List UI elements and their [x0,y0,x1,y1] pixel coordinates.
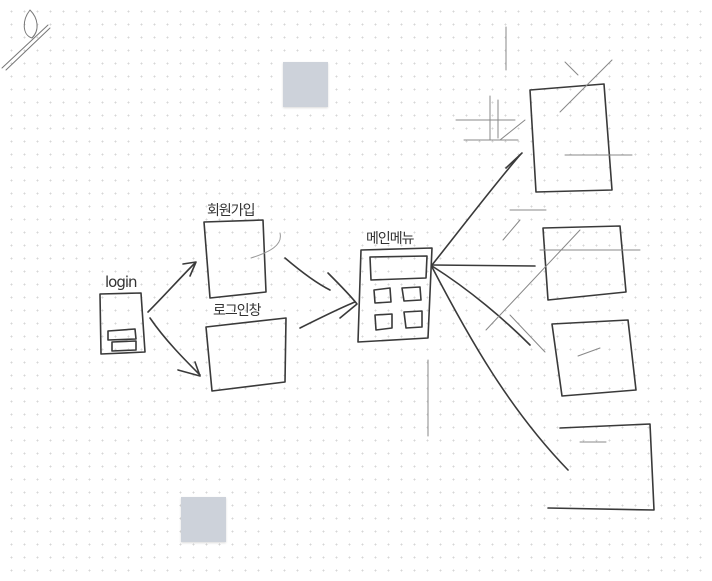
leaf-doodle [1,9,51,71]
label-main-menu: 메인메뉴 [366,231,415,247]
main-menu-screen [357,247,433,343]
branch-arrows [431,152,569,471]
label-login-window: 로그인창 [213,303,262,319]
label-signup: 회원가입 [207,203,256,219]
signup-screen [203,219,281,299]
arrow-to-signup [147,261,197,313]
sub-screens [529,83,655,511]
sticky-note[interactable] [283,62,328,107]
login-window-screen [205,317,287,392]
label-login: login [105,273,138,291]
arrow-to-login-window [149,317,201,377]
faint-strokes [427,26,641,443]
sticky-note[interactable] [181,497,226,542]
arrows-to-main [284,257,358,329]
login-screen [99,292,146,355]
